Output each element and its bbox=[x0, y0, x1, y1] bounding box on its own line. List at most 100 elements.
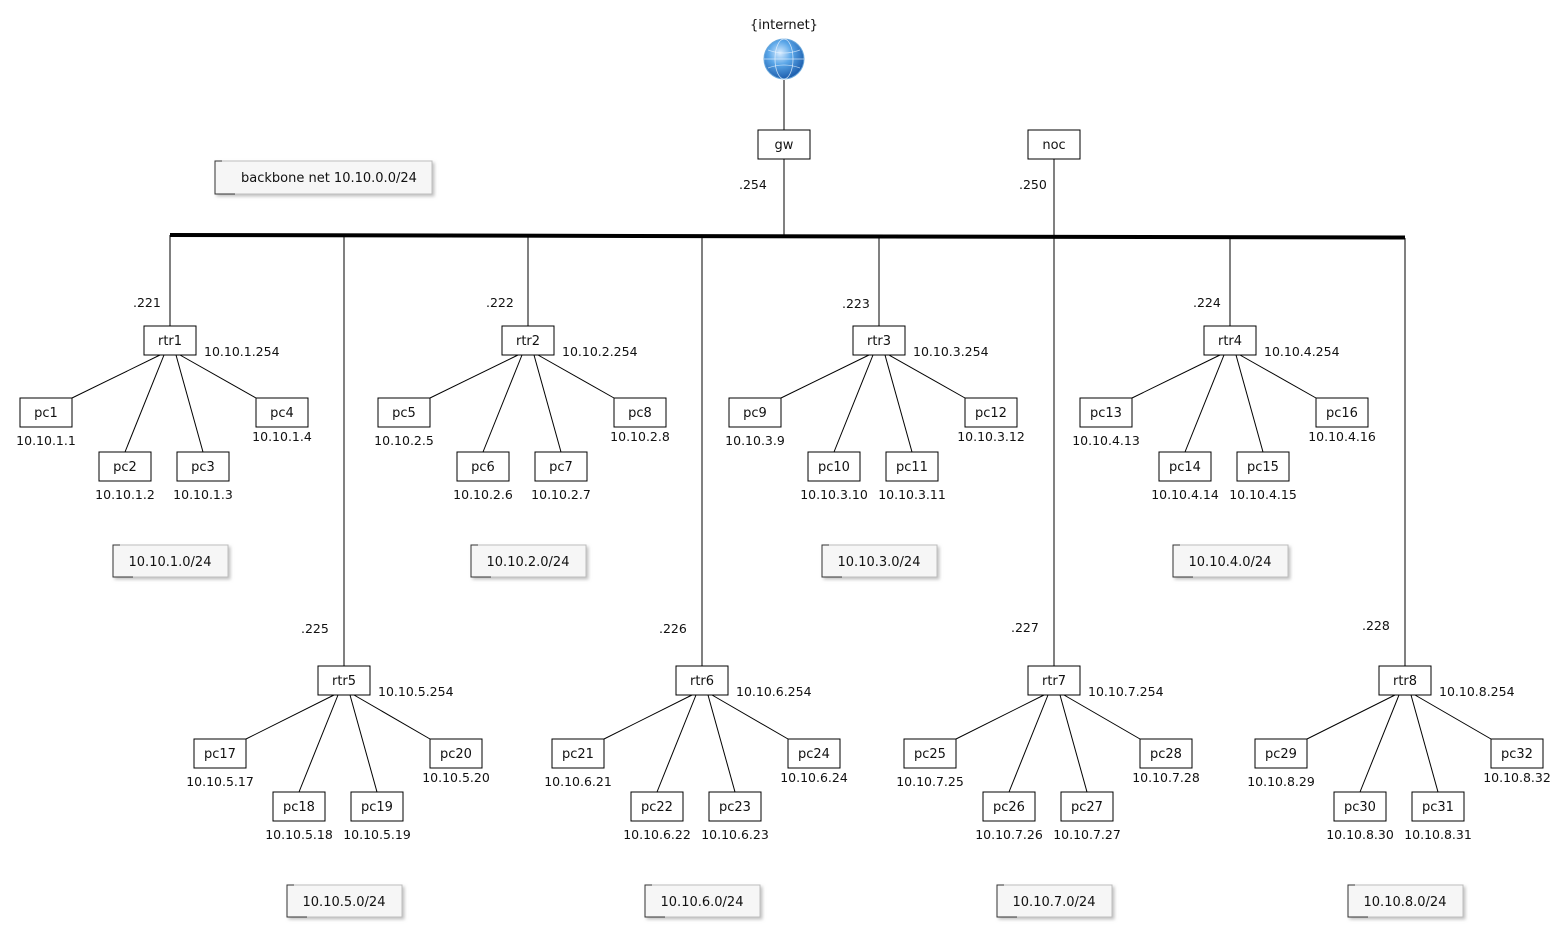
router-group-6: rtr6.22610.10.6.254pc2110.10.6.21pc2210.… bbox=[544, 236, 848, 918]
rtr1-backbone-address: .221 bbox=[133, 295, 161, 310]
rtr5-pc20-link bbox=[353, 694, 431, 740]
pc14-node[interactable]: pc14 bbox=[1158, 451, 1212, 482]
backbone-note-text: backbone net 10.10.0.0/24 bbox=[241, 171, 417, 186]
pc9-node[interactable]: pc9 bbox=[728, 397, 782, 428]
pc20-node[interactable]: pc20 bbox=[429, 738, 483, 769]
pc3-ip: 10.10.1.3 bbox=[173, 487, 233, 502]
gw-node[interactable]: gw bbox=[757, 129, 811, 160]
pc31-node[interactable]: pc31 bbox=[1411, 791, 1465, 822]
pc23-node[interactable]: pc23 bbox=[708, 791, 762, 822]
rtr7-lan-address: 10.10.7.254 bbox=[1088, 684, 1164, 699]
rtr8-pc32-link bbox=[1414, 694, 1492, 740]
pc30-ip: 10.10.8.30 bbox=[1326, 827, 1394, 842]
pc25-node[interactable]: pc25 bbox=[903, 738, 957, 769]
router-group-1: rtr1.22110.10.1.254pc110.10.1.1pc210.10.… bbox=[16, 235, 312, 578]
rtr6-pc21-link bbox=[603, 694, 693, 740]
pc25-label: pc25 bbox=[914, 747, 946, 762]
pc13-ip: 10.10.4.13 bbox=[1072, 433, 1140, 448]
pc9-label: pc9 bbox=[743, 406, 767, 421]
rtr8-backbone-address: .228 bbox=[1362, 618, 1390, 633]
pc16-node[interactable]: pc16 bbox=[1315, 397, 1369, 428]
pc24-node[interactable]: pc24 bbox=[787, 738, 841, 769]
rtr2-node[interactable]: rtr2 bbox=[501, 325, 555, 356]
rtr2-label: rtr2 bbox=[516, 334, 540, 349]
rtr5-subnet-label: 10.10.5.0/24 bbox=[303, 895, 386, 910]
pc29-ip: 10.10.8.29 bbox=[1247, 774, 1315, 789]
pc18-node[interactable]: pc18 bbox=[272, 791, 326, 822]
pc2-node[interactable]: pc2 bbox=[98, 451, 152, 482]
rtr6-backbone-address: .226 bbox=[659, 621, 687, 636]
pc5-node[interactable]: pc5 bbox=[377, 397, 431, 428]
pc10-label: pc10 bbox=[818, 460, 850, 475]
pc12-label: pc12 bbox=[975, 406, 1007, 421]
rtr5-pc19-link bbox=[349, 694, 378, 793]
pc13-label: pc13 bbox=[1090, 406, 1122, 421]
pc13-node[interactable]: pc13 bbox=[1079, 397, 1133, 428]
pc30-label: pc30 bbox=[1344, 800, 1376, 815]
pc29-label: pc29 bbox=[1265, 747, 1297, 762]
pc27-node[interactable]: pc27 bbox=[1060, 791, 1114, 822]
pc21-node[interactable]: pc21 bbox=[551, 738, 605, 769]
rtr5-pc18-link bbox=[298, 694, 339, 793]
pc5-label: pc5 bbox=[392, 406, 416, 421]
rtr7-pc25-link bbox=[955, 694, 1045, 740]
rtr6-label: rtr6 bbox=[690, 674, 714, 689]
pc7-node[interactable]: pc7 bbox=[534, 451, 588, 482]
pc22-node[interactable]: pc22 bbox=[630, 791, 684, 822]
pc28-node[interactable]: pc28 bbox=[1139, 738, 1193, 769]
pc23-ip: 10.10.6.23 bbox=[701, 827, 769, 842]
internet-node[interactable]: {internet} bbox=[750, 18, 818, 80]
rtr6-pc23-link bbox=[707, 694, 736, 793]
pc27-label: pc27 bbox=[1071, 800, 1103, 815]
rtr6-pc22-link bbox=[656, 694, 697, 793]
pc11-node[interactable]: pc11 bbox=[885, 451, 939, 482]
pc8-node[interactable]: pc8 bbox=[613, 397, 667, 428]
pc12-node[interactable]: pc12 bbox=[964, 397, 1018, 428]
rtr8-subnet-note: 10.10.8.0/24 bbox=[1347, 884, 1464, 918]
pc23-label: pc23 bbox=[719, 800, 751, 815]
pc14-ip: 10.10.4.14 bbox=[1151, 487, 1219, 502]
pc10-ip: 10.10.3.10 bbox=[800, 487, 868, 502]
rtr7-node[interactable]: rtr7 bbox=[1027, 665, 1081, 696]
pc2-label: pc2 bbox=[113, 460, 137, 475]
rtr5-subnet-note: 10.10.5.0/24 bbox=[286, 884, 403, 918]
globe-icon bbox=[763, 38, 805, 80]
rtr2-subnet-note: 10.10.2.0/24 bbox=[470, 544, 587, 578]
rtr4-label: rtr4 bbox=[1218, 334, 1242, 349]
pc21-label: pc21 bbox=[562, 747, 594, 762]
noc-node[interactable]: noc bbox=[1027, 129, 1081, 160]
rtr2-subnet-label: 10.10.2.0/24 bbox=[487, 555, 570, 570]
pc8-ip: 10.10.2.8 bbox=[610, 429, 670, 444]
pc19-label: pc19 bbox=[361, 800, 393, 815]
pc32-node[interactable]: pc32 bbox=[1490, 738, 1544, 769]
rtr8-pc31-link bbox=[1410, 694, 1439, 793]
pc17-node[interactable]: pc17 bbox=[193, 738, 247, 769]
pc10-node[interactable]: pc10 bbox=[807, 451, 861, 482]
rtr1-node[interactable]: rtr1 bbox=[143, 325, 197, 356]
pc16-ip: 10.10.4.16 bbox=[1308, 429, 1376, 444]
pc29-node[interactable]: pc29 bbox=[1254, 738, 1308, 769]
rtr4-node[interactable]: rtr4 bbox=[1203, 325, 1257, 356]
rtr3-node[interactable]: rtr3 bbox=[852, 325, 906, 356]
router-group-8: rtr8.22810.10.8.254pc2910.10.8.29pc3010.… bbox=[1247, 238, 1551, 918]
pc30-node[interactable]: pc30 bbox=[1333, 791, 1387, 822]
rtr5-node[interactable]: rtr5 bbox=[317, 665, 371, 696]
rtr4-backbone-address: .224 bbox=[1193, 295, 1221, 310]
rtr8-node[interactable]: rtr8 bbox=[1378, 665, 1432, 696]
pc19-node[interactable]: pc19 bbox=[350, 791, 404, 822]
pc26-node[interactable]: pc26 bbox=[982, 791, 1036, 822]
pc6-node[interactable]: pc6 bbox=[456, 451, 510, 482]
pc6-ip: 10.10.2.6 bbox=[453, 487, 513, 502]
rtr7-backbone-address: .227 bbox=[1011, 620, 1039, 635]
pc11-ip: 10.10.3.11 bbox=[878, 487, 946, 502]
pc2-ip: 10.10.1.2 bbox=[95, 487, 155, 502]
pc3-node[interactable]: pc3 bbox=[176, 451, 230, 482]
pc9-ip: 10.10.3.9 bbox=[725, 433, 785, 448]
pc15-node[interactable]: pc15 bbox=[1236, 451, 1290, 482]
rtr1-lan-address: 10.10.1.254 bbox=[204, 344, 280, 359]
noc-backbone-address: .250 bbox=[1019, 177, 1047, 192]
rtr6-node[interactable]: rtr6 bbox=[675, 665, 729, 696]
router-group-5: rtr5.22510.10.5.254pc1710.10.5.17pc1810.… bbox=[186, 236, 490, 918]
pc1-node[interactable]: pc1 bbox=[19, 397, 73, 428]
pc4-node[interactable]: pc4 bbox=[255, 397, 309, 428]
